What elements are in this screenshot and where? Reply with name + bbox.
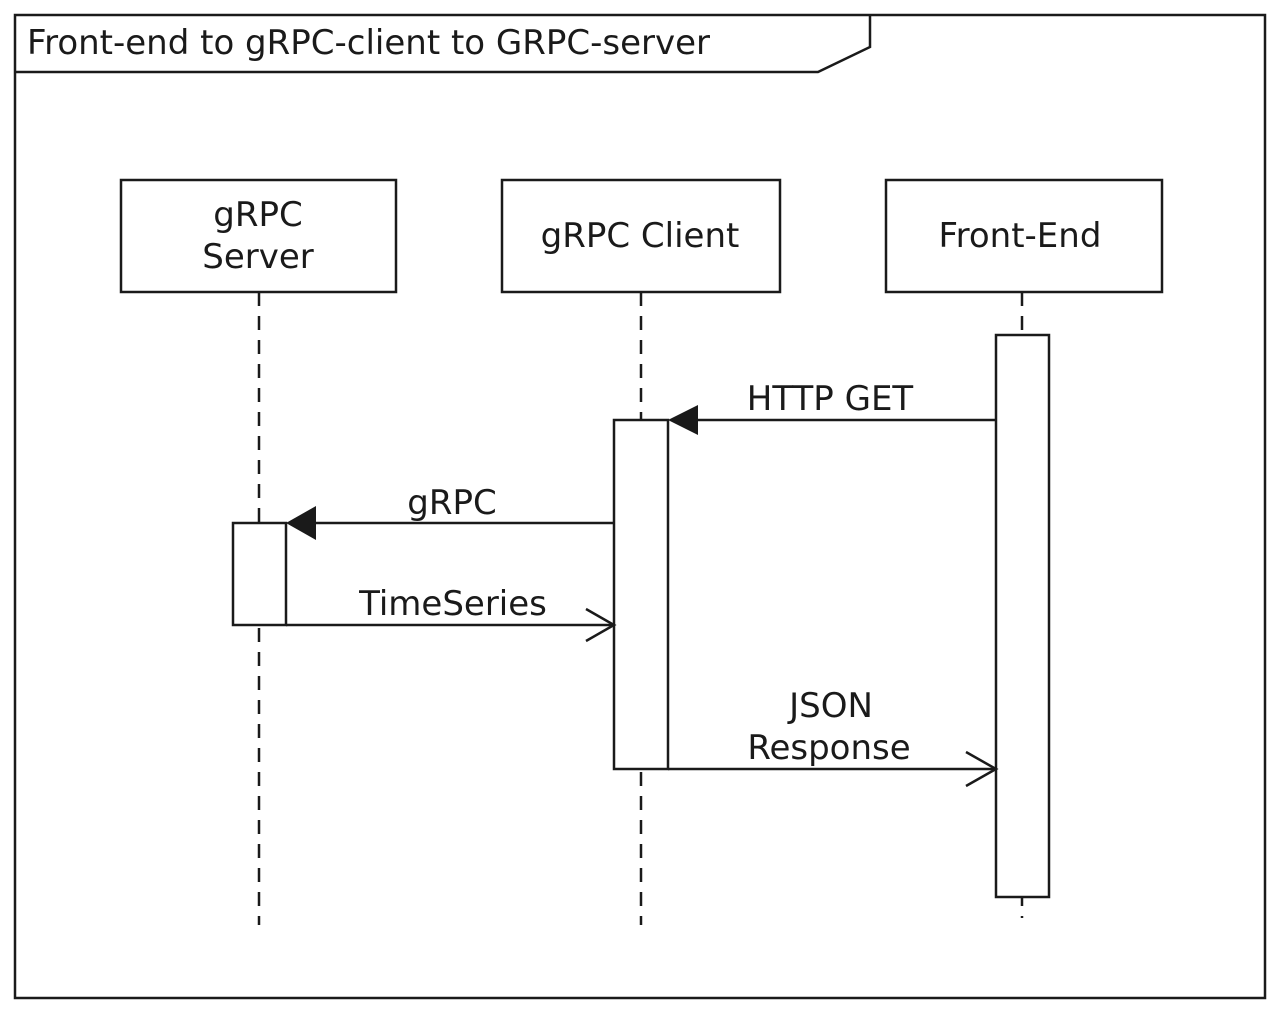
participant-client-box	[500, 178, 782, 294]
participant-client: gRPC Client	[500, 178, 782, 294]
message-json-response: JSON Response	[668, 686, 999, 788]
frame-title: Front-end to gRPC-client to GRPC-server	[27, 23, 710, 63]
participant-server: gRPC Server	[119, 178, 398, 294]
message-grpc-call: gRPC	[286, 483, 614, 540]
participant-server-label-line-1: gRPC	[213, 195, 302, 235]
message-json-response-label-line-1: JSON	[787, 686, 873, 726]
message-timeseries-return-label: TimeSeries	[358, 584, 547, 624]
message-grpc-call-arrowhead	[286, 506, 316, 540]
message-grpc-call-label: gRPC	[407, 483, 496, 523]
participant-frontend-box	[884, 178, 1164, 294]
participant-frontend: Front-End	[884, 178, 1164, 294]
participant-client-label: gRPC Client	[541, 216, 740, 256]
message-http-get: HTTP GET	[668, 379, 996, 435]
message-http-get-label: HTTP GET	[747, 379, 914, 419]
frame-title-tab	[15, 15, 872, 74]
activation-frontend	[994, 333, 1051, 899]
participant-server-label-line-2: Server	[202, 237, 314, 277]
participant-frontend-label: Front-End	[939, 216, 1102, 256]
activation-server	[231, 521, 288, 627]
message-timeseries-return-arrowhead	[585, 607, 617, 643]
message-http-get-arrowhead	[668, 405, 698, 435]
message-json-response-label-line-2: Response	[747, 728, 910, 768]
activation-client	[612, 418, 670, 771]
diagram-frame	[13, 13, 1267, 1000]
message-json-response-arrowhead	[965, 750, 999, 788]
message-timeseries-return: TimeSeries	[286, 584, 617, 643]
participant-server-box	[119, 178, 398, 294]
